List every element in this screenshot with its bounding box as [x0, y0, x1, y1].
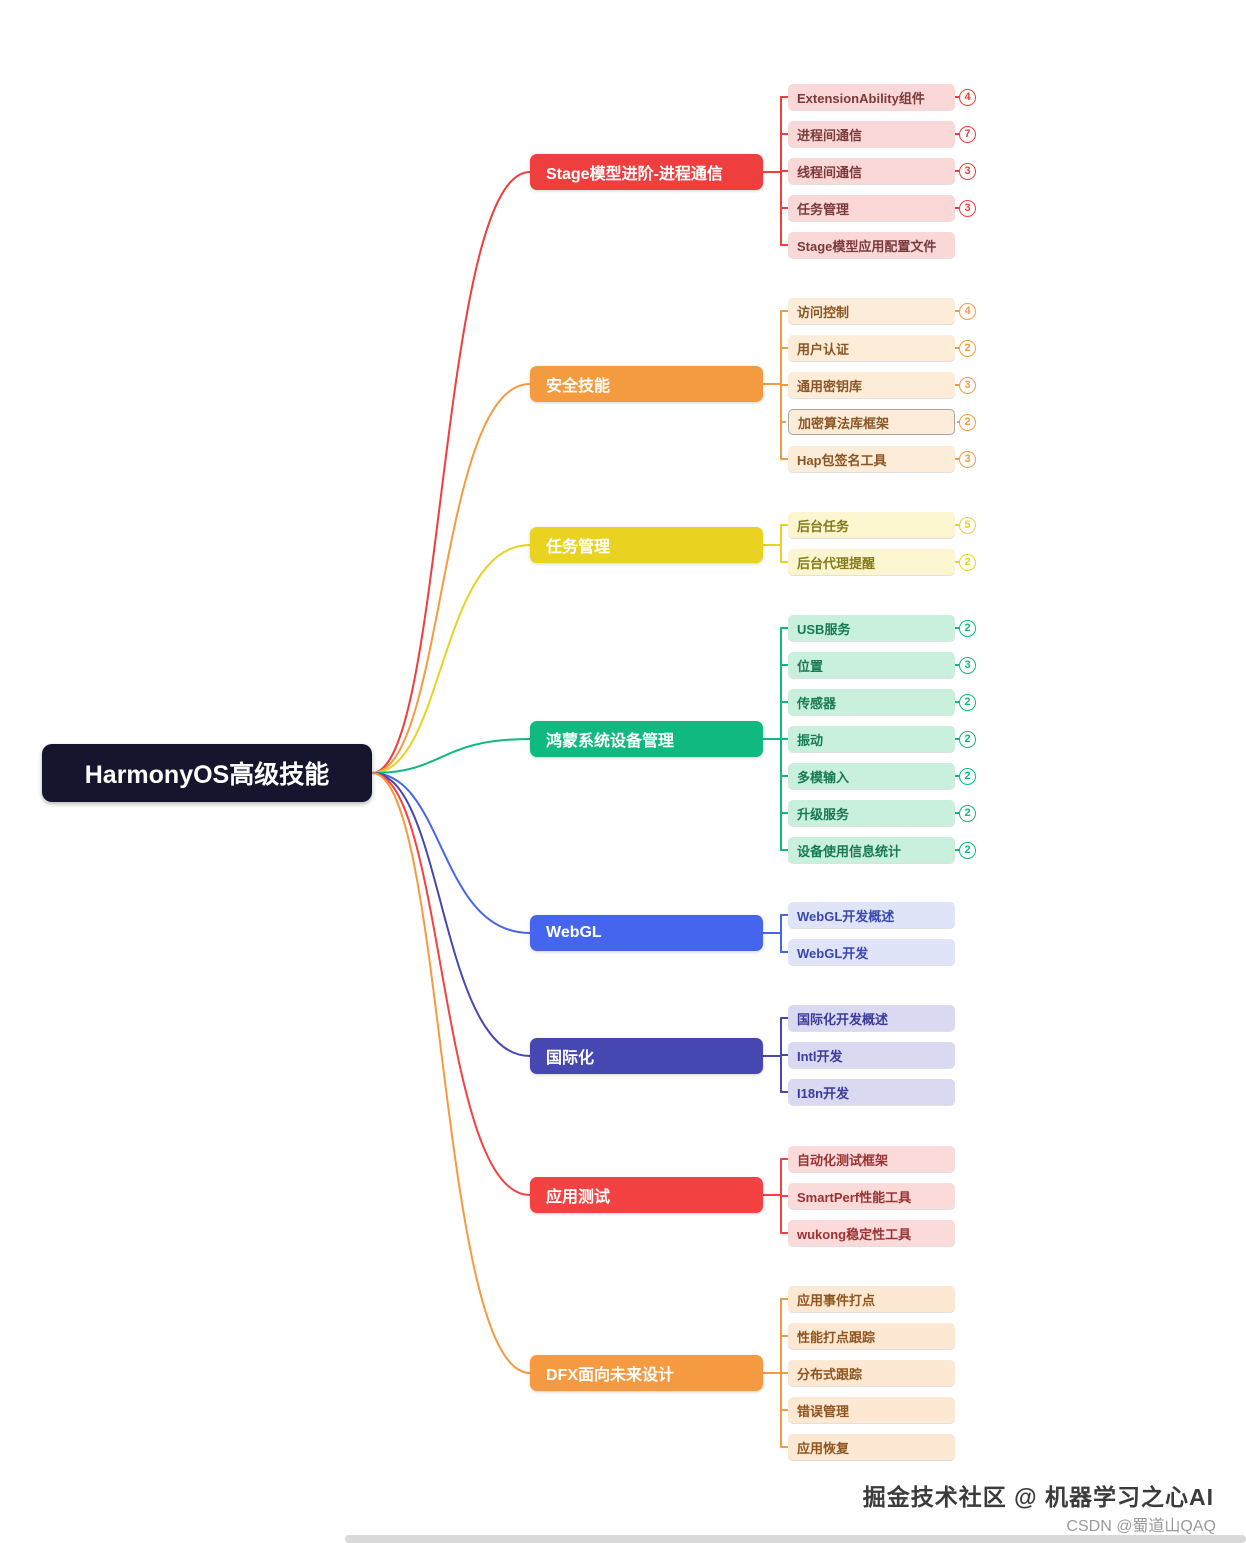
watermark-juejin: 掘金技术社区 @ 机器学习之心AI — [862, 1484, 1214, 1510]
child-node-0-3[interactable]: 任务管理 — [788, 195, 955, 221]
count-badge-3-0[interactable]: 2 — [959, 619, 976, 637]
child-node-4-1[interactable]: WebGL开发 — [788, 939, 955, 965]
child-node-4-0[interactable]: WebGL开发概述 — [788, 902, 955, 928]
branch-node-3[interactable]: 鸿蒙系统设备管理 — [530, 721, 763, 757]
child-node-6-2[interactable]: wukong稳定性工具 — [788, 1220, 955, 1246]
child-node-7-2[interactable]: 分布式跟踪 — [788, 1360, 955, 1386]
child-node-2-1[interactable]: 后台代理提醒 — [788, 549, 955, 575]
count-badge-0-2[interactable]: 3 — [959, 162, 976, 180]
branch-node-7[interactable]: DFX面向未来设计 — [530, 1355, 763, 1391]
count-badge-2-0[interactable]: 5 — [959, 516, 976, 534]
count-badge-1-0[interactable]: 4 — [959, 302, 976, 320]
child-node-3-3[interactable]: 振动 — [788, 726, 955, 752]
child-node-5-0[interactable]: 国际化开发概述 — [788, 1005, 955, 1031]
child-node-2-0[interactable]: 后台任务 — [788, 512, 955, 538]
child-node-3-1[interactable]: 位置 — [788, 652, 955, 678]
child-node-0-4[interactable]: Stage模型应用配置文件 — [788, 232, 955, 258]
child-node-1-1[interactable]: 用户认证 — [788, 335, 955, 361]
count-badge-2-1[interactable]: 2 — [959, 553, 976, 571]
count-badge-1-3[interactable]: 2 — [959, 413, 976, 431]
count-badge-0-1[interactable]: 7 — [959, 125, 976, 143]
count-badge-0-3[interactable]: 3 — [959, 199, 976, 217]
branch-node-2[interactable]: 任务管理 — [530, 527, 763, 563]
child-node-3-6[interactable]: 设备使用信息统计 — [788, 837, 955, 863]
branch-node-5[interactable]: 国际化 — [530, 1038, 763, 1074]
count-badge-0-0[interactable]: 4 — [959, 88, 976, 106]
child-node-7-0[interactable]: 应用事件打点 — [788, 1286, 955, 1312]
child-node-0-0[interactable]: ExtensionAbility组件 — [788, 84, 955, 110]
child-node-3-2[interactable]: 传感器 — [788, 689, 955, 715]
child-node-1-3[interactable]: 加密算法库框架 — [788, 409, 955, 435]
child-node-6-1[interactable]: SmartPerf性能工具 — [788, 1183, 955, 1209]
child-node-0-2[interactable]: 线程间通信 — [788, 158, 955, 184]
count-badge-3-3[interactable]: 2 — [959, 730, 976, 748]
horizontal-scrollbar[interactable] — [345, 1535, 1246, 1543]
child-node-3-4[interactable]: 多模输入 — [788, 763, 955, 789]
count-badge-3-2[interactable]: 2 — [959, 693, 976, 711]
count-badge-3-1[interactable]: 3 — [959, 656, 976, 674]
branch-node-1[interactable]: 安全技能 — [530, 366, 763, 402]
root-node[interactable]: HarmonyOS高级技能 — [42, 744, 372, 802]
child-node-7-3[interactable]: 错误管理 — [788, 1397, 955, 1423]
child-node-3-0[interactable]: USB服务 — [788, 615, 955, 641]
branch-node-4[interactable]: WebGL — [530, 915, 763, 951]
count-badge-3-5[interactable]: 2 — [959, 804, 976, 822]
child-node-5-2[interactable]: I18n开发 — [788, 1079, 955, 1105]
branch-node-0[interactable]: Stage模型进阶-进程通信 — [530, 154, 763, 190]
child-node-0-1[interactable]: 进程间通信 — [788, 121, 955, 147]
count-badge-3-6[interactable]: 2 — [959, 841, 976, 859]
child-node-7-4[interactable]: 应用恢复 — [788, 1434, 955, 1460]
count-badge-3-4[interactable]: 2 — [959, 767, 976, 785]
count-badge-1-1[interactable]: 2 — [959, 339, 976, 357]
child-node-1-4[interactable]: Hap包签名工具 — [788, 446, 955, 472]
child-node-6-0[interactable]: 自动化测试框架 — [788, 1146, 955, 1172]
count-badge-1-4[interactable]: 3 — [959, 450, 976, 468]
child-node-1-0[interactable]: 访问控制 — [788, 298, 955, 324]
watermark-csdn: CSDN @蜀道山QAQ — [1066, 1518, 1216, 1535]
child-node-1-2[interactable]: 通用密钥库 — [788, 372, 955, 398]
root-label: HarmonyOS高级技能 — [84, 761, 330, 789]
child-node-3-5[interactable]: 升级服务 — [788, 800, 955, 826]
count-badge-1-2[interactable]: 3 — [959, 376, 976, 394]
child-node-7-1[interactable]: 性能打点跟踪 — [788, 1323, 955, 1349]
child-node-5-1[interactable]: Intl开发 — [788, 1042, 955, 1068]
branch-node-6[interactable]: 应用测试 — [530, 1177, 763, 1213]
